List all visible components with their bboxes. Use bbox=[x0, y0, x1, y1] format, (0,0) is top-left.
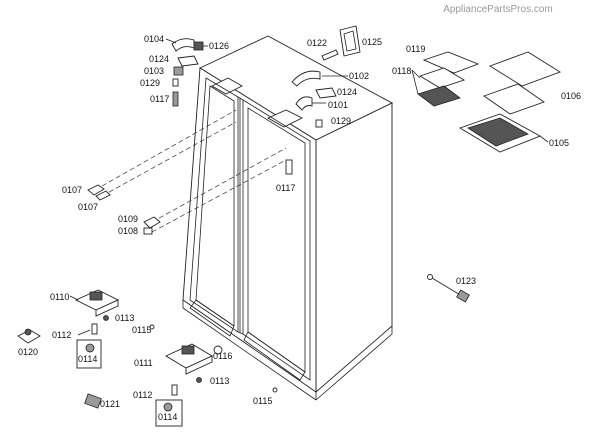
roller-0121 bbox=[84, 393, 102, 409]
panel-0106 bbox=[488, 51, 562, 87]
rod-0123 bbox=[456, 289, 470, 303]
label-0129-a: 0129 bbox=[140, 78, 160, 88]
label-0107-a: 0107 bbox=[62, 185, 82, 195]
cover-0119 bbox=[422, 51, 480, 74]
label-0105: 0105 bbox=[549, 138, 569, 148]
label-0121: 0121 bbox=[100, 399, 120, 409]
label-0108: 0108 bbox=[118, 226, 138, 236]
label-0120: 0120 bbox=[18, 347, 38, 357]
label-0124-b: 0124 bbox=[337, 87, 357, 97]
bracket-0109 bbox=[143, 216, 161, 229]
top-cutout-right bbox=[266, 109, 304, 128]
label-0111: 0111 bbox=[134, 358, 153, 368]
tube-0102 bbox=[291, 70, 321, 87]
label-0107-b: 0107 bbox=[78, 202, 98, 212]
screw-0108 bbox=[143, 227, 153, 235]
pin-0122 bbox=[321, 49, 339, 61]
label-0123: 0123 bbox=[456, 276, 476, 286]
tube-0101 bbox=[295, 96, 313, 111]
label-0101: 0101 bbox=[328, 100, 348, 110]
bracket-0107-b bbox=[95, 190, 111, 201]
label-0106: 0106 bbox=[561, 91, 581, 101]
label-0104: 0104 bbox=[144, 34, 164, 44]
label-0129-b: 0129 bbox=[331, 116, 351, 126]
label-0118: 0118 bbox=[392, 66, 411, 76]
board-0118 bbox=[418, 67, 466, 89]
screw-0113-b bbox=[196, 377, 202, 383]
label-0116: 0116 bbox=[213, 351, 232, 361]
refrigerator-cabinet bbox=[182, 35, 393, 401]
screw-0113-a bbox=[103, 315, 109, 321]
bracket-0117-a bbox=[172, 91, 179, 107]
label-0112-a: 0112 bbox=[52, 330, 71, 340]
control-housing-grille bbox=[467, 117, 529, 147]
pad-0124-a bbox=[177, 55, 199, 67]
label-0122: 0122 bbox=[307, 38, 327, 48]
label-0117-a: 0117 bbox=[150, 94, 169, 104]
screw-0115-b bbox=[272, 387, 278, 393]
bracket-0107-a bbox=[87, 184, 105, 196]
control-board bbox=[483, 83, 545, 115]
tube-0104 bbox=[171, 38, 195, 52]
screw-0129-a bbox=[172, 78, 179, 87]
label-0117-b: 0117 bbox=[276, 183, 295, 193]
pad-0124-b bbox=[315, 87, 337, 99]
clip-0126 bbox=[193, 41, 204, 51]
label-0113-b: 0113 bbox=[210, 376, 229, 386]
label-0112-b: 0112 bbox=[133, 390, 152, 400]
fitting-0103 bbox=[173, 66, 184, 76]
label-0115-a: 0115 bbox=[132, 325, 151, 335]
pin-0112-a bbox=[91, 323, 98, 335]
screw-0129-b bbox=[315, 119, 323, 128]
screw-0115-a bbox=[149, 324, 155, 330]
freezer-bottom-sill bbox=[189, 299, 235, 337]
fresh-frame-outer bbox=[242, 99, 311, 381]
label-0114-a: 0114 bbox=[78, 354, 97, 364]
label-0113-a: 0113 bbox=[115, 313, 134, 323]
gasket-0125 bbox=[339, 25, 361, 57]
label-0125: 0125 bbox=[362, 37, 382, 47]
label-0114-b: 0114 bbox=[158, 412, 177, 422]
label-0126: 0126 bbox=[209, 41, 229, 51]
pin-0112-b bbox=[171, 384, 178, 396]
watermark: AppliancePartsPros.com bbox=[443, 4, 553, 15]
cabinet-side-face bbox=[315, 102, 393, 393]
cabinet-bracket-0117 bbox=[285, 159, 293, 175]
hinge-0111-block bbox=[181, 345, 195, 355]
label-0102: 0102 bbox=[349, 71, 369, 81]
label-0103: 0103 bbox=[144, 66, 164, 76]
label-0109: 0109 bbox=[118, 214, 138, 224]
hinge-0110-block bbox=[89, 291, 103, 301]
fresh-bottom-sill bbox=[243, 331, 306, 381]
label-0124-a: 0124 bbox=[149, 54, 169, 64]
label-0110: 0110 bbox=[50, 292, 69, 302]
cap-0116 bbox=[213, 345, 223, 355]
label-0115-b: 0115 bbox=[253, 396, 272, 406]
grille-0118 bbox=[417, 85, 461, 107]
label-0119: 0119 bbox=[406, 44, 425, 54]
top-cutout-left bbox=[211, 77, 243, 95]
